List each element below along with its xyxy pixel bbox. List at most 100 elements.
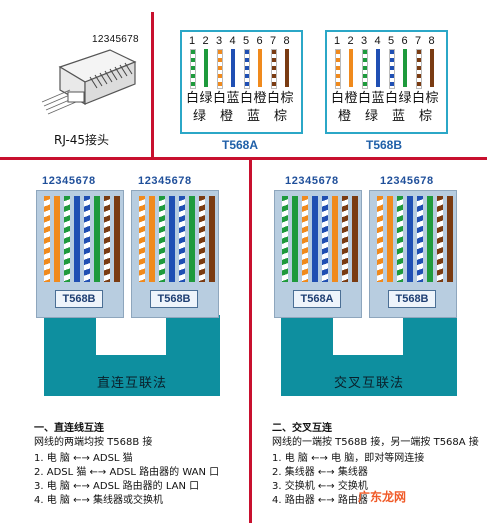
panel-1-left-tag: T568B <box>55 290 103 308</box>
panel-1-cable-band-bottom <box>44 360 220 396</box>
connector-2-wire-3 <box>159 196 165 282</box>
connector-3-wire-1 <box>282 196 288 282</box>
standard-b-name: T568B <box>366 138 403 152</box>
connector-1-wire-7 <box>104 196 110 282</box>
cross-subtitle: 网线的一端按 T568B 接，另一端按 T568A 接 <box>272 437 479 448</box>
connector-3-wire-4 <box>312 196 318 282</box>
connector-3-wire-8 <box>352 196 358 282</box>
panel-1-cable-gap <box>96 315 166 355</box>
connector-3-wire-3 <box>302 196 308 282</box>
instruction-to: 交换机 <box>337 481 368 492</box>
standard-b-wire-8 <box>429 49 434 87</box>
standard-a-color-5: 白 <box>240 91 254 106</box>
instruction-number: 2. <box>272 467 285 478</box>
standard-b-color-2: 橙 <box>344 91 358 106</box>
standard-b-pin-8: 8 <box>428 35 435 47</box>
cross-title: 二、交叉互连 <box>272 423 332 434</box>
standard-a-color-4: 蓝 <box>226 91 240 106</box>
panel-2-pins-left: 12345678 <box>285 175 339 187</box>
standard-b-box <box>325 30 448 134</box>
standard-b-color-5: 白 <box>385 91 399 106</box>
standard-b-color2-7: 棕 <box>419 109 433 124</box>
instruction-row: 2. ADSL 猫 ←→ ADSL 路由器的 WAN 口 <box>34 466 219 479</box>
standard-b-wire-2 <box>348 49 353 87</box>
arrow-icon: ←→ <box>69 495 94 506</box>
instruction-from: 电 脑 <box>46 495 70 506</box>
standard-b-wire-1 <box>335 49 341 89</box>
arrow-icon: ←→ <box>314 495 338 506</box>
standard-a-wire-5 <box>244 49 250 89</box>
standard-a-wire-2 <box>203 49 208 87</box>
panel-1-pins-left: 12345678 <box>42 175 96 187</box>
standard-a-color2-3: 橙 <box>220 109 234 124</box>
standard-b-color2-3: 绿 <box>365 109 379 124</box>
connector-4-wire-6 <box>427 196 433 282</box>
connector-2-wire-7 <box>199 196 205 282</box>
standard-b-color2-5: 蓝 <box>392 109 406 124</box>
instruction-number: 1. <box>272 453 285 464</box>
standard-b-color-4: 蓝 <box>371 91 385 106</box>
watermark: 广东龙网 <box>358 490 407 504</box>
instruction-to: 集线器或交换机 <box>93 495 164 506</box>
standard-b-color2-1: 橙 <box>338 109 352 124</box>
standard-b-pin-4: 4 <box>374 35 381 47</box>
standard-a-color2-7: 棕 <box>274 109 288 124</box>
instruction-row: 1. 电 脑 ←→ 电 脑，即对等网连接 <box>272 452 424 465</box>
connector-3-wire-6 <box>332 196 338 282</box>
standard-a-pin-2: 2 <box>202 35 209 47</box>
standard-a-color2-1: 绿 <box>193 109 207 124</box>
arrow-icon: ←→ <box>69 481 94 492</box>
instruction-row: 1. 电 脑 ←→ ADSL 猫 <box>34 452 133 465</box>
connector-2-wire-1 <box>139 196 145 282</box>
connector-2-wire-5 <box>179 196 185 282</box>
standard-b-wire-3 <box>362 49 368 89</box>
standard-a-color-1: 白 <box>186 91 200 106</box>
panel-1-band-label: 直连互联法 <box>96 376 167 391</box>
standard-a-wire-3 <box>217 49 223 89</box>
standard-b-color-6: 绿 <box>398 91 412 106</box>
connector-2-wire-8 <box>209 196 215 282</box>
connector-1-wire-4 <box>74 196 80 282</box>
standard-b-wire-4 <box>375 49 380 87</box>
connector-3-wire-2 <box>292 196 298 282</box>
connector-2-wire-4 <box>169 196 175 282</box>
standard-a-wire-8 <box>284 49 289 87</box>
standard-a-pin-7: 7 <box>270 35 277 47</box>
rj45-label: RJ-45接头 <box>54 133 110 147</box>
connector-4-wire-4 <box>407 196 413 282</box>
rj45-pin-code: 12345678 <box>92 34 139 45</box>
standard-b-pin-2: 2 <box>347 35 354 47</box>
panel-2-cable-band-bottom <box>281 360 457 396</box>
arrow-icon: ←→ <box>314 467 338 478</box>
standard-a-color2-5: 蓝 <box>247 109 261 124</box>
standard-a-wire-6 <box>257 49 262 87</box>
standard-a-color-3: 白 <box>213 91 227 106</box>
arrow-icon: ←→ <box>86 467 110 478</box>
standard-a-pin-1: 1 <box>189 35 196 47</box>
standard-b-pin-6: 6 <box>401 35 408 47</box>
instruction-to: 路由器 <box>337 495 368 506</box>
instruction-from: 电 脑 <box>46 453 70 464</box>
panel-2-left-tag: T568A <box>293 290 341 308</box>
divider-vertical-bottom <box>249 160 252 523</box>
instruction-to: 电 脑，即对等网连接 <box>331 453 425 464</box>
panel-2-band-label: 交叉互联法 <box>333 376 404 391</box>
standard-a-box <box>180 30 303 134</box>
instruction-from: 集线器 <box>284 467 315 478</box>
panel-2-right-tag: T568B <box>388 290 436 308</box>
connector-1-wire-2 <box>54 196 60 282</box>
standard-a-wire-4 <box>230 49 235 87</box>
standard-b-pin-5: 5 <box>388 35 395 47</box>
divider-vertical-top <box>151 12 154 157</box>
instruction-to: 集线器 <box>337 467 368 478</box>
instruction-from: 电 脑 <box>46 481 70 492</box>
connector-1-wire-8 <box>114 196 120 282</box>
standard-b-color-7: 白 <box>412 91 426 106</box>
standard-b-pin-3: 3 <box>361 35 368 47</box>
standard-a-color-2: 绿 <box>199 91 213 106</box>
straight-title: 一、直连线互连 <box>34 423 104 434</box>
instruction-number: 4. <box>272 495 285 506</box>
connector-4-wire-2 <box>387 196 393 282</box>
instruction-from: 电 脑 <box>284 453 308 464</box>
standard-a-pin-3: 3 <box>216 35 223 47</box>
